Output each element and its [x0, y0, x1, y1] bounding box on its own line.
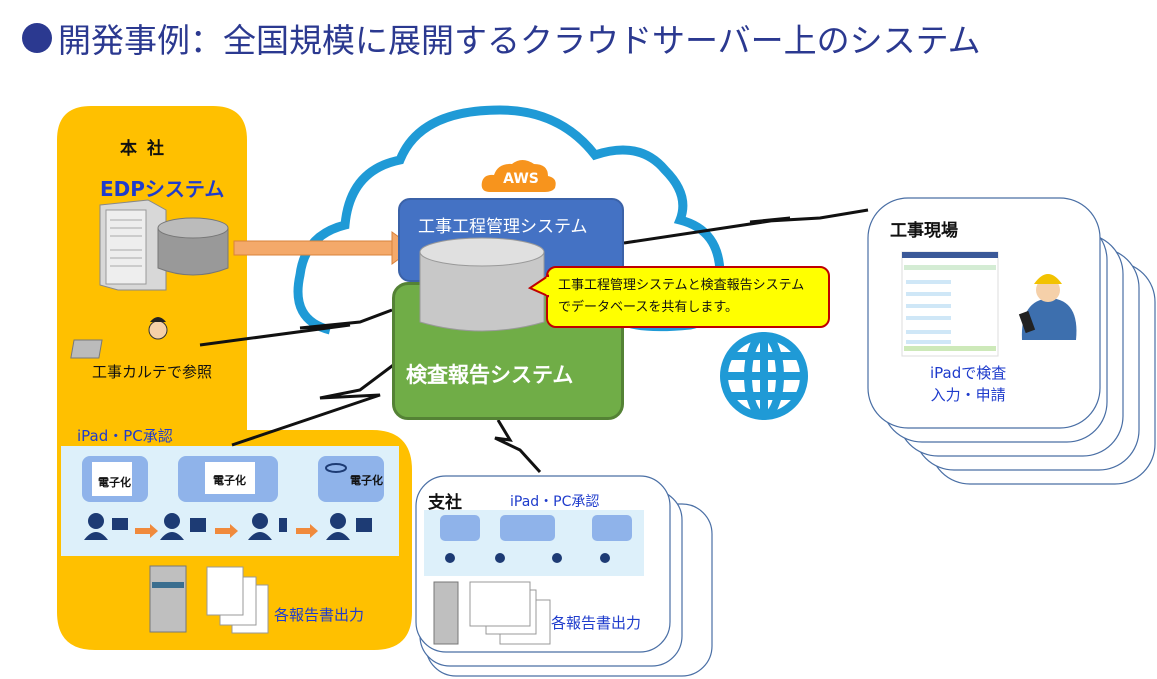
- branch-printer-icon: [433, 581, 459, 645]
- hq-bubble-text: 電子化: [350, 474, 383, 487]
- page-title: 開発事例：全国規模に展開するクラウドサーバー上のシステム: [22, 14, 981, 62]
- callout-line-1: 工事工程管理システムと検査報告システム: [558, 278, 805, 293]
- branch-report-docs-icon: [469, 581, 551, 645]
- shared-db-overlay: [419, 237, 545, 332]
- koji-system-label: 工事工程管理システム: [418, 217, 588, 237]
- hq-flow-arrows: [135, 524, 318, 538]
- aws-badge-label: AWS: [503, 171, 539, 187]
- globe-icon: [720, 332, 808, 420]
- site-worker-icon: [1018, 274, 1077, 340]
- server-tower-icon: [99, 199, 167, 291]
- shared-db-callout: 工事工程管理システムと検査報告システム でデータベースを共有します。: [546, 266, 830, 328]
- aws-badge: [481, 160, 556, 192]
- kensa-system-label: 検査報告システム: [406, 363, 574, 387]
- callout-pointer: [528, 274, 550, 298]
- ipad-screen-thumbnail: [901, 251, 999, 357]
- hq-printer-icon: [149, 565, 187, 633]
- edp-sync-arrow: [233, 231, 415, 265]
- title-bullet-icon: [22, 23, 52, 53]
- branch-output-label: 各報告書出力: [551, 614, 642, 632]
- site-caption-line-1: iPadで検査: [930, 364, 1007, 382]
- edp-database-icon: [157, 217, 229, 276]
- branch-approval-label: iPad・PC承認: [510, 494, 600, 510]
- reference-label: 工事カルテで参照: [92, 363, 213, 381]
- callout-line-2: でデータベースを共有します。: [558, 300, 739, 315]
- branch-office-label: 支社: [428, 493, 462, 513]
- site-caption-line-2: 入力・申請: [930, 386, 1006, 404]
- hq-output-label: 各報告書出力: [274, 606, 365, 624]
- page-title-text: 開発事例：全国規模に展開するクラウドサーバー上のシステム: [58, 21, 981, 60]
- person-laptop-icon: [70, 317, 168, 359]
- site-caption: iPadで検査 入力・申請: [930, 362, 1006, 406]
- headquarters-label: 本社: [120, 139, 174, 159]
- network-links: [199, 208, 869, 474]
- hq-approval-flow: [82, 456, 384, 540]
- edp-system-label: EDPシステム: [100, 177, 225, 201]
- hq-bubble-text: 電子化: [213, 474, 246, 487]
- construction-site-label: 工事現場: [890, 221, 958, 241]
- hq-approval-label: iPad・PC承認: [77, 427, 173, 445]
- hq-bubble-text: 電子化: [98, 476, 131, 489]
- hq-report-docs-icon: [206, 566, 269, 634]
- branch-approval-flow: [440, 515, 632, 563]
